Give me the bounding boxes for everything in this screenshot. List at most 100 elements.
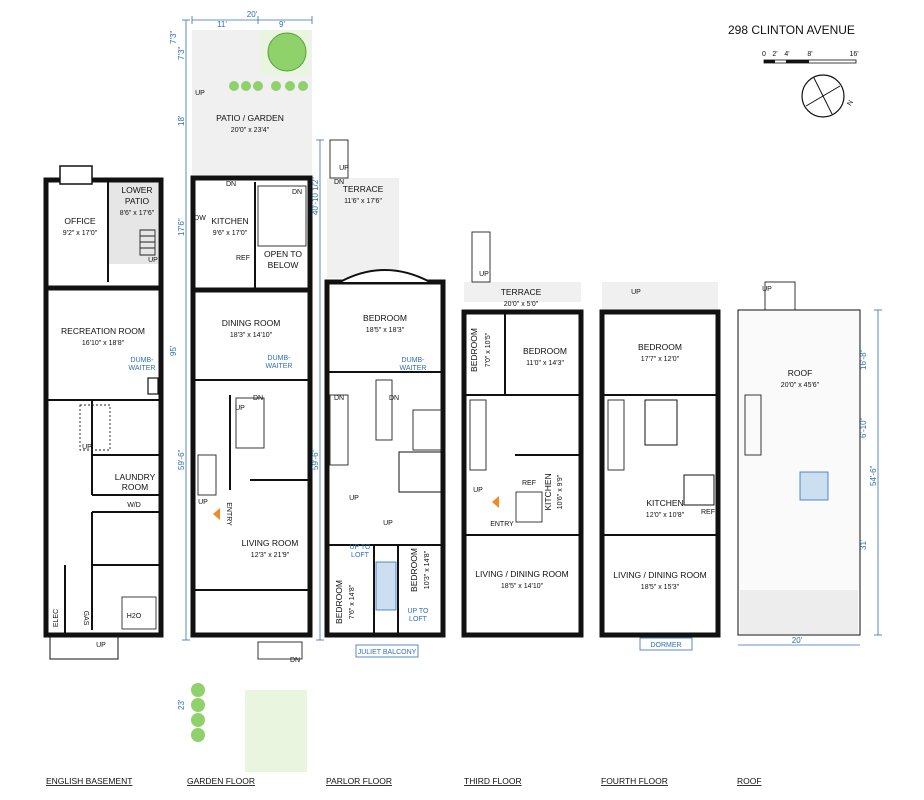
scale-label-4: 4' xyxy=(784,51,789,58)
scale-label-0: 0 xyxy=(762,51,766,58)
garden-entry-label: ENTRY xyxy=(225,502,232,526)
basement-dumbwaiter-label1: DUMB- xyxy=(131,357,155,364)
scale-label-2: 2' xyxy=(772,51,777,58)
parlor-dn-label3: DN xyxy=(389,395,399,402)
floor-label-third: THIRD FLOOR xyxy=(464,776,522,786)
fourth-living-label: LIVING / DINING ROOM xyxy=(613,570,707,580)
parlor-uploft-label1: UP TO xyxy=(349,544,371,551)
dim-garden-95: 95' xyxy=(169,345,178,356)
third-ref-label: REF xyxy=(522,480,536,487)
roof-dim: 20'0" x 45'6" xyxy=(781,382,820,389)
parlor-dn-label1: DN xyxy=(334,179,344,186)
basement-patio-dim: 8'6" x 17'6" xyxy=(120,210,155,217)
parlor-uploftb-label1: UP TO xyxy=(407,608,429,615)
third-up-label2: UP xyxy=(473,487,483,494)
parlor-floor-plan: TERRACE 11'6" x 17'6" BEDROOM 18'5" x 18… xyxy=(311,139,446,786)
third-living-dim: 18'5" x 14'10" xyxy=(501,583,544,590)
third-terrace-dim: 20'0" x 5'0" xyxy=(504,301,539,308)
dim-garden-596: 59'-6" xyxy=(177,449,186,470)
third-living-label: LIVING / DINING ROOM xyxy=(475,569,569,579)
basement-lower-label: LOWER xyxy=(121,185,152,195)
compass-icon: N xyxy=(801,74,855,118)
dim-garden-9: 9' xyxy=(279,20,285,29)
third-terrace-label: TERRACE xyxy=(501,287,542,297)
scale-label-8: 8' xyxy=(807,51,812,58)
scale-label-16: 16' xyxy=(849,51,858,58)
dim-garden-23: 23' xyxy=(177,699,186,710)
garden-dn-label1: DN xyxy=(226,181,236,188)
dim-roof-610: 6'-10" xyxy=(859,417,868,438)
basement-laundry-label1: LAUNDRY xyxy=(115,472,156,482)
garden-dumbwaiter-label1: DUMB- xyxy=(268,355,292,362)
fourth-bedroom-dim: 17'7" x 12'0" xyxy=(641,356,680,363)
basement-laundry-label2: ROOM xyxy=(122,482,148,492)
basement-gas-label: GAS xyxy=(82,611,89,626)
garden-ref-label: REF xyxy=(236,255,250,262)
garden-dn-label2: DN xyxy=(292,189,302,196)
fourth-living-dim: 18'5" x 15'3" xyxy=(641,584,680,591)
parlor-up-label3: UP xyxy=(383,520,393,527)
roof-label: ROOF xyxy=(788,368,813,378)
parlor-bedroom-dim: 18'5" x 18'3" xyxy=(366,327,405,334)
parlor-bed2-label: BEDROOM xyxy=(334,580,344,624)
dim-roof-20: 20' xyxy=(792,636,803,645)
dim-parlor-4010: 40'-10 1/2" xyxy=(311,177,320,215)
garden-patio-label: PATIO / GARDEN xyxy=(216,113,284,123)
dim-roof-546: 54'-6" xyxy=(869,465,878,486)
parlor-uploftb-label2: LOFT xyxy=(409,616,428,623)
basement-h2o-label: H2O xyxy=(127,613,142,620)
roof-plan: ROOF 20'0" x 45'6" UP ROOF 16'-8" 6'-10"… xyxy=(737,281,882,786)
basement-wd-label: W/D xyxy=(127,502,141,509)
basement-up-label1: UP xyxy=(148,257,158,264)
third-up-label1: UP xyxy=(479,271,489,278)
scale-bar: 0 2' 4' 8' 16' xyxy=(762,51,859,64)
floor-label-fourth: FOURTH FLOOR xyxy=(601,776,668,786)
third-bedroom-dim: 11'0" x 14'3" xyxy=(526,360,564,367)
parlor-bedroom-label: BEDROOM xyxy=(363,313,407,323)
basement-elec-label: ELEC xyxy=(53,609,60,627)
parlor-bed2-dim: 7'6" x 14'8" xyxy=(349,584,356,619)
third-bedroom-v-dim: 7'0" x 10'5" xyxy=(485,332,492,367)
dim-garden-18: 18' xyxy=(177,115,186,126)
compass-north-label: N xyxy=(846,99,855,107)
fourth-up-label: UP xyxy=(631,289,641,296)
basement-patio-label: PATIO xyxy=(125,196,150,206)
garden-dumbwaiter-label2: WAITER xyxy=(266,363,293,370)
floor-label-roof: ROOF xyxy=(737,776,762,786)
dim-garden-20: 20' xyxy=(247,10,258,19)
fourth-ref-label: REF xyxy=(701,509,715,516)
garden-open-label2: BELOW xyxy=(268,260,299,270)
dim-garden-176: 17'6" xyxy=(177,218,186,236)
garden-up-label3: UP xyxy=(198,499,208,506)
dim-garden-73b: 7'3" xyxy=(177,47,186,60)
garden-living-label: LIVING ROOM xyxy=(242,538,299,548)
roof-up-label: UP xyxy=(762,286,772,293)
parlor-terrace-dim: 11'6" x 17'6" xyxy=(344,198,382,205)
third-bedroom-v-label: BEDROOM xyxy=(469,328,479,372)
fourth-bedroom-label: BEDROOM xyxy=(638,342,682,352)
third-kitchen-label: KITCHEN xyxy=(543,473,553,510)
parlor-dumbwaiter-label1: DUMB- xyxy=(402,357,426,364)
floor-label-basement: ENGLISH BASEMENT xyxy=(46,776,132,786)
third-bedroom-label: BEDROOM xyxy=(523,346,567,356)
garden-floor-plan: PATIO / GARDEN 20'0" x 23'4" KITCHEN 9'6… xyxy=(187,30,313,786)
garden-open-label1: OPEN TO xyxy=(264,249,302,259)
third-entry-label: ENTRY xyxy=(490,521,514,528)
fourth-kitchen-label: KITCHEN xyxy=(646,498,683,508)
floor-label-garden: GARDEN FLOOR xyxy=(187,776,255,786)
fourth-kitchen-dim: 12'0" x 10'8" xyxy=(646,512,685,519)
parlor-bed3-label: BEDROOM xyxy=(409,548,419,592)
garden-kitchen-label: KITCHEN xyxy=(211,216,248,226)
third-kitchen-dim: 10'6" x 9'9" xyxy=(557,474,564,509)
dim-roof-31: 31' xyxy=(859,539,868,550)
plan-title: 298 CLINTON AVENUE xyxy=(728,23,855,37)
dim-garden-73a: 7'3" xyxy=(169,31,178,44)
dim-parlor-596: 59'-6" xyxy=(311,449,320,470)
basement-office-dim: 9'2" x 17'0" xyxy=(63,230,98,237)
garden-patio-dim: 20'0" x 23'4" xyxy=(231,127,270,134)
parlor-bed3-dim: 10'3" x 14'8" xyxy=(424,550,431,589)
garden-up-label1: UP xyxy=(195,90,205,97)
garden-up-label2: UP xyxy=(235,405,245,412)
parlor-up-label2: UP xyxy=(349,495,359,502)
